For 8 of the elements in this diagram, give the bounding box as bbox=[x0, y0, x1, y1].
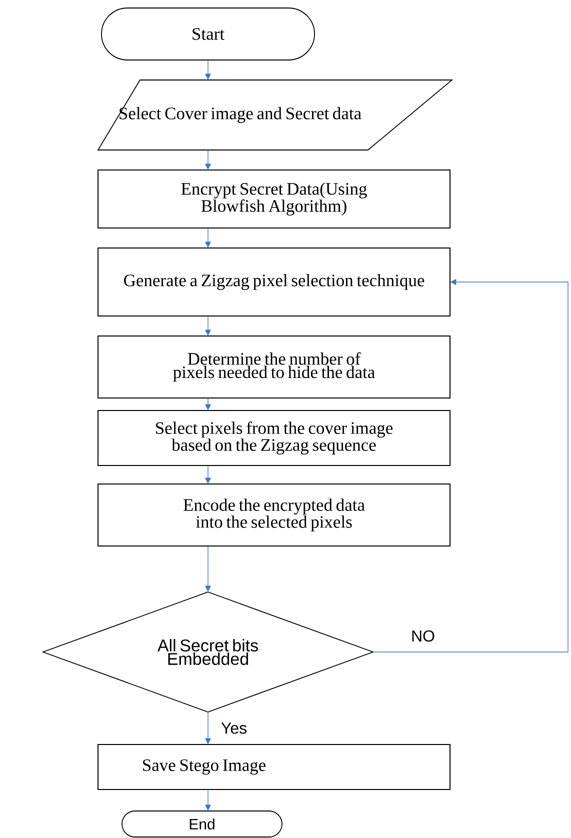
edge-label: Yes bbox=[220, 722, 248, 735]
edge-label: NO bbox=[410, 629, 436, 643]
process-box: Save Stego Image bbox=[98, 744, 450, 790]
process-box: Determine the number of pixels needed to hide the data bbox=[98, 336, 450, 398]
process-box: Select pixels from the cover image based on the Zigzag sequence bbox=[98, 410, 450, 466]
process-box: Generate a Zigzag pixel selection technique bbox=[98, 248, 450, 316]
process-box: Encrypt Secret Data(Using Blowfish Algorithm) bbox=[98, 170, 450, 228]
process-box: Encode the encrypted data into the selected pixels bbox=[98, 484, 450, 546]
